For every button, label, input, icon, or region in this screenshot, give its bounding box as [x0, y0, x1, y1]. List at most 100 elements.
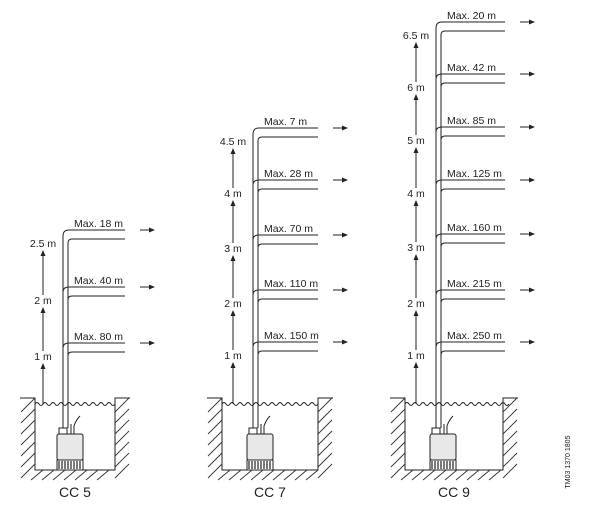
branch-max-length-label: Max. 42 m — [447, 62, 496, 74]
branch-lower-wall — [440, 135, 505, 141]
branch-max-length-label: Max. 150 m — [264, 330, 319, 342]
height-arrowhead-icon — [40, 250, 46, 256]
height-arrowhead-icon — [230, 362, 236, 368]
flow-arrowhead-icon — [342, 125, 348, 131]
hatch-line — [390, 408, 406, 424]
branch-upper-wall — [435, 289, 505, 296]
hatch-line — [390, 463, 406, 479]
flow-arrowhead-icon — [529, 71, 535, 77]
branch-max-length-label: Max. 215 m — [447, 278, 502, 290]
hatch-line — [217, 469, 231, 481]
flow-arrowhead-icon — [342, 232, 348, 238]
ground-hatching — [207, 397, 333, 481]
flow-arrowhead-icon — [149, 340, 155, 346]
flow-arrowhead-icon — [342, 287, 348, 293]
pipe-outer-wall — [62, 229, 125, 428]
branch-max-length-label: Max. 20 m — [447, 10, 496, 22]
branch-upper-wall — [62, 286, 125, 293]
height-arrowhead-icon — [40, 363, 46, 369]
hatch-line — [422, 469, 436, 481]
height-level-label: 4.5 m — [220, 136, 247, 148]
flow-arrowhead-icon — [529, 124, 535, 130]
drawing-code: TM03 1370 1805 — [565, 435, 572, 488]
branch-upper-wall — [435, 233, 505, 240]
hatch-line — [250, 469, 264, 481]
branch-max-length-label: Max. 160 m — [447, 222, 502, 234]
branch-upper-wall — [62, 342, 125, 349]
hatch-line — [455, 469, 469, 481]
hatch-line — [400, 469, 414, 481]
pump-outlet — [248, 427, 258, 435]
height-arrowhead-icon — [413, 200, 419, 206]
pump-body-icon — [56, 433, 84, 461]
hatch-line — [20, 463, 36, 479]
hatch-line — [261, 469, 275, 481]
height-arrowhead-icon — [230, 200, 236, 206]
branch-lower-wall — [257, 298, 318, 304]
height-arrowhead-icon — [413, 254, 419, 260]
hatch-line — [317, 452, 333, 468]
height-level-label: 2.5 m — [30, 238, 57, 250]
height-level-label: 4 m — [407, 188, 425, 200]
flow-arrowhead-icon — [149, 284, 155, 290]
hatch-line — [390, 397, 406, 413]
hatch-line — [502, 397, 518, 413]
branch-upper-wall — [435, 179, 505, 186]
hatch-line — [207, 397, 223, 413]
model-name: CC 5 — [59, 484, 91, 500]
hatch-line — [305, 469, 319, 481]
ground-hatching — [20, 397, 130, 481]
hatch-line — [20, 441, 36, 457]
hatch-line — [502, 441, 518, 457]
height-level-label: 2 m — [224, 298, 242, 310]
hatch-line — [207, 452, 223, 468]
hatch-line — [317, 397, 333, 413]
branch-max-length-label: Max. 40 m — [74, 275, 123, 287]
branch-max-length-label: Max. 18 m — [74, 218, 123, 230]
water-surface — [221, 402, 319, 406]
pump-cable — [260, 415, 271, 434]
branch-lower-wall — [440, 188, 505, 194]
branch-upper-wall — [252, 234, 318, 241]
hatch-line — [114, 430, 130, 446]
flow-arrowhead-icon — [529, 177, 535, 183]
height-arrowhead-icon — [230, 255, 236, 261]
hatch-line — [20, 430, 36, 446]
hatch-line — [114, 397, 130, 413]
pipe-inner-wall — [440, 30, 505, 428]
branch-upper-wall — [435, 73, 505, 80]
hatch-line — [502, 408, 518, 424]
flow-arrowhead-icon — [149, 227, 155, 233]
height-level-label: 1 m — [407, 350, 425, 362]
pump-inlet-grille — [246, 459, 274, 471]
height-arrowhead-icon — [413, 310, 419, 316]
height-level-label: 3 m — [407, 242, 425, 254]
hatch-line — [390, 441, 406, 457]
branch-lower-wall — [257, 188, 318, 194]
water-surface — [404, 402, 510, 406]
height-level-label: 1 m — [224, 350, 242, 362]
hatch-line — [411, 469, 425, 481]
branch-max-length-label: Max. 7 m — [264, 116, 307, 128]
hatch-line — [502, 452, 518, 468]
branch-upper-wall — [252, 341, 318, 348]
pipe-inner-wall — [67, 238, 125, 428]
hatch-line — [20, 408, 36, 424]
height-level-label: 4 m — [224, 188, 242, 200]
branch-upper-wall — [252, 179, 318, 186]
height-level-label: 6 m — [407, 82, 425, 94]
branch-lower-wall — [257, 243, 318, 249]
hatch-line — [477, 469, 491, 481]
branch-max-length-label: Max. 110 m — [264, 278, 318, 290]
hatch-line — [207, 408, 223, 424]
hatch-line — [85, 469, 99, 481]
hatch-line — [114, 441, 130, 457]
hatch-line — [502, 419, 518, 435]
hatch-line — [317, 441, 333, 457]
branch-lower-wall — [440, 350, 505, 356]
height-level-label: 3 m — [224, 243, 242, 255]
hatch-line — [41, 469, 55, 481]
height-level-label: 1 m — [34, 351, 52, 363]
hatch-line — [317, 419, 333, 435]
